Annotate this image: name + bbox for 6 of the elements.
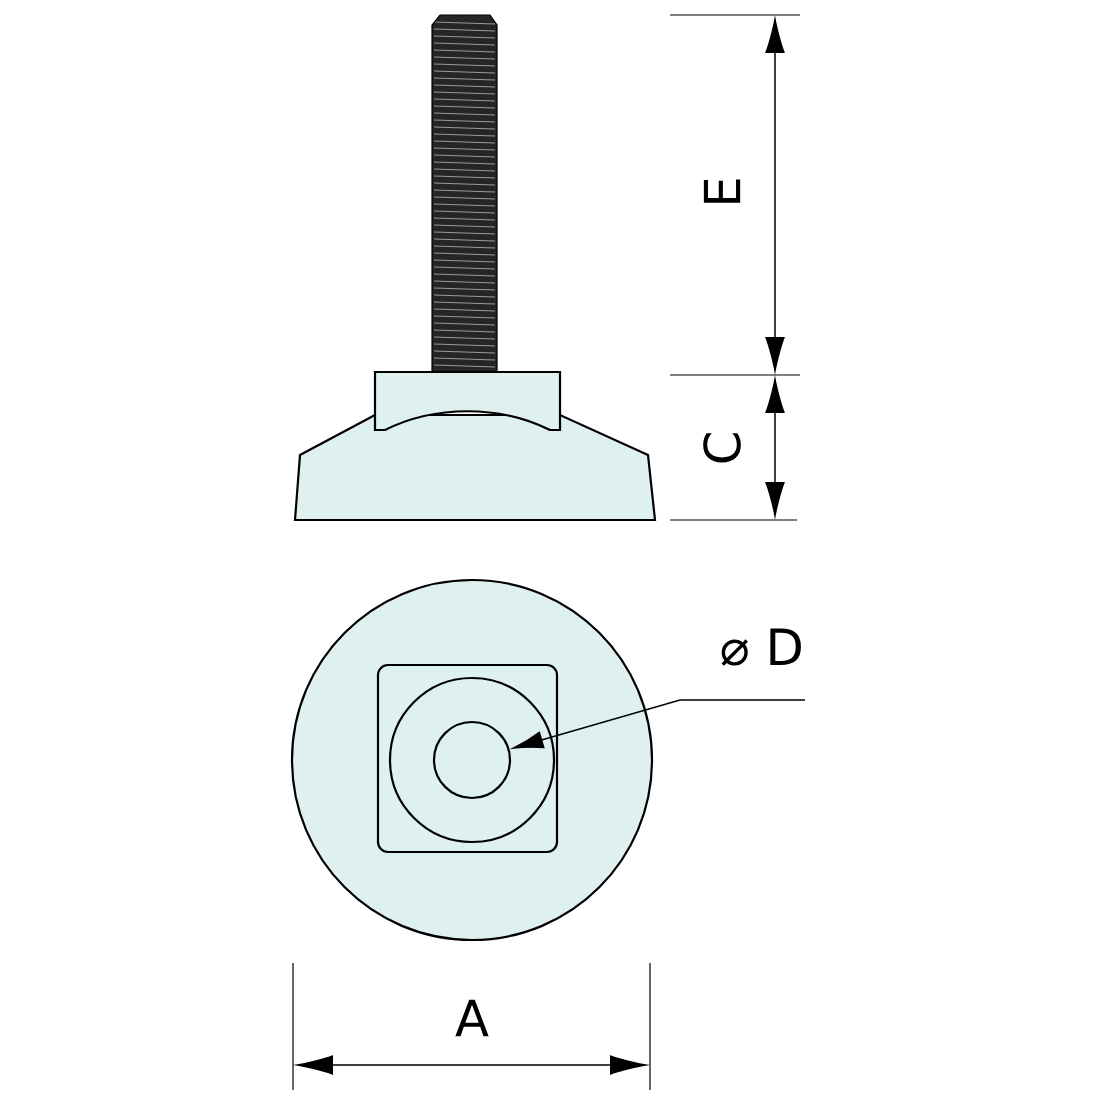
bore-circle (432, 720, 512, 800)
dimension-label: C (703, 433, 741, 463)
leader-line (512, 699, 806, 749)
dimension-label: A (455, 999, 489, 1037)
dimension-label: E (703, 179, 741, 203)
dimension-label: ⌀ D (721, 628, 801, 666)
